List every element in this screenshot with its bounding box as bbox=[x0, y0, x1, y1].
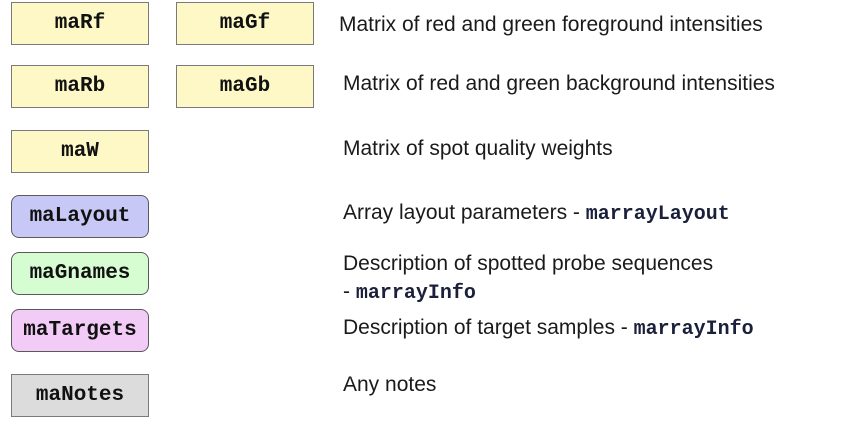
slot-maTargets: maTargets bbox=[11, 309, 149, 352]
desc-gnames-line2: - marrayInfo bbox=[343, 278, 713, 308]
slot-maGb: maGb bbox=[176, 65, 314, 108]
slot-maGnames: maGnames bbox=[11, 252, 149, 295]
desc-layout-text: Array layout parameters - bbox=[343, 201, 586, 224]
desc-targets-code: marrayInfo bbox=[633, 318, 754, 341]
slot-maW: maW bbox=[11, 130, 149, 173]
desc-targets-text: Description of target samples - bbox=[343, 316, 634, 339]
desc-layout: Array layout parameters - marrayLayout bbox=[343, 199, 730, 229]
slot-maNotes: maNotes bbox=[11, 374, 149, 417]
slot-maRf: maRf bbox=[11, 2, 149, 45]
slot-maGf: maGf bbox=[176, 2, 314, 45]
desc-gnames-code: marrayInfo bbox=[355, 282, 476, 305]
desc-gnames-line1: Description of spotted probe sequences bbox=[343, 252, 714, 275]
desc-gnames: Description of spotted probe sequences -… bbox=[343, 250, 713, 308]
desc-gnames-prefix: - bbox=[343, 280, 356, 303]
desc-layout-code: marrayLayout bbox=[585, 203, 730, 226]
desc-background: Matrix of red and green background inten… bbox=[343, 72, 775, 95]
slot-maRb: maRb bbox=[11, 65, 149, 108]
slot-maLayout: maLayout bbox=[11, 195, 149, 238]
desc-foreground: Matrix of red and green foreground inten… bbox=[339, 13, 763, 36]
desc-notes: Any notes bbox=[343, 373, 437, 396]
desc-targets: Description of target samples - marrayIn… bbox=[343, 314, 754, 344]
desc-weights: Matrix of spot quality weights bbox=[343, 137, 613, 160]
